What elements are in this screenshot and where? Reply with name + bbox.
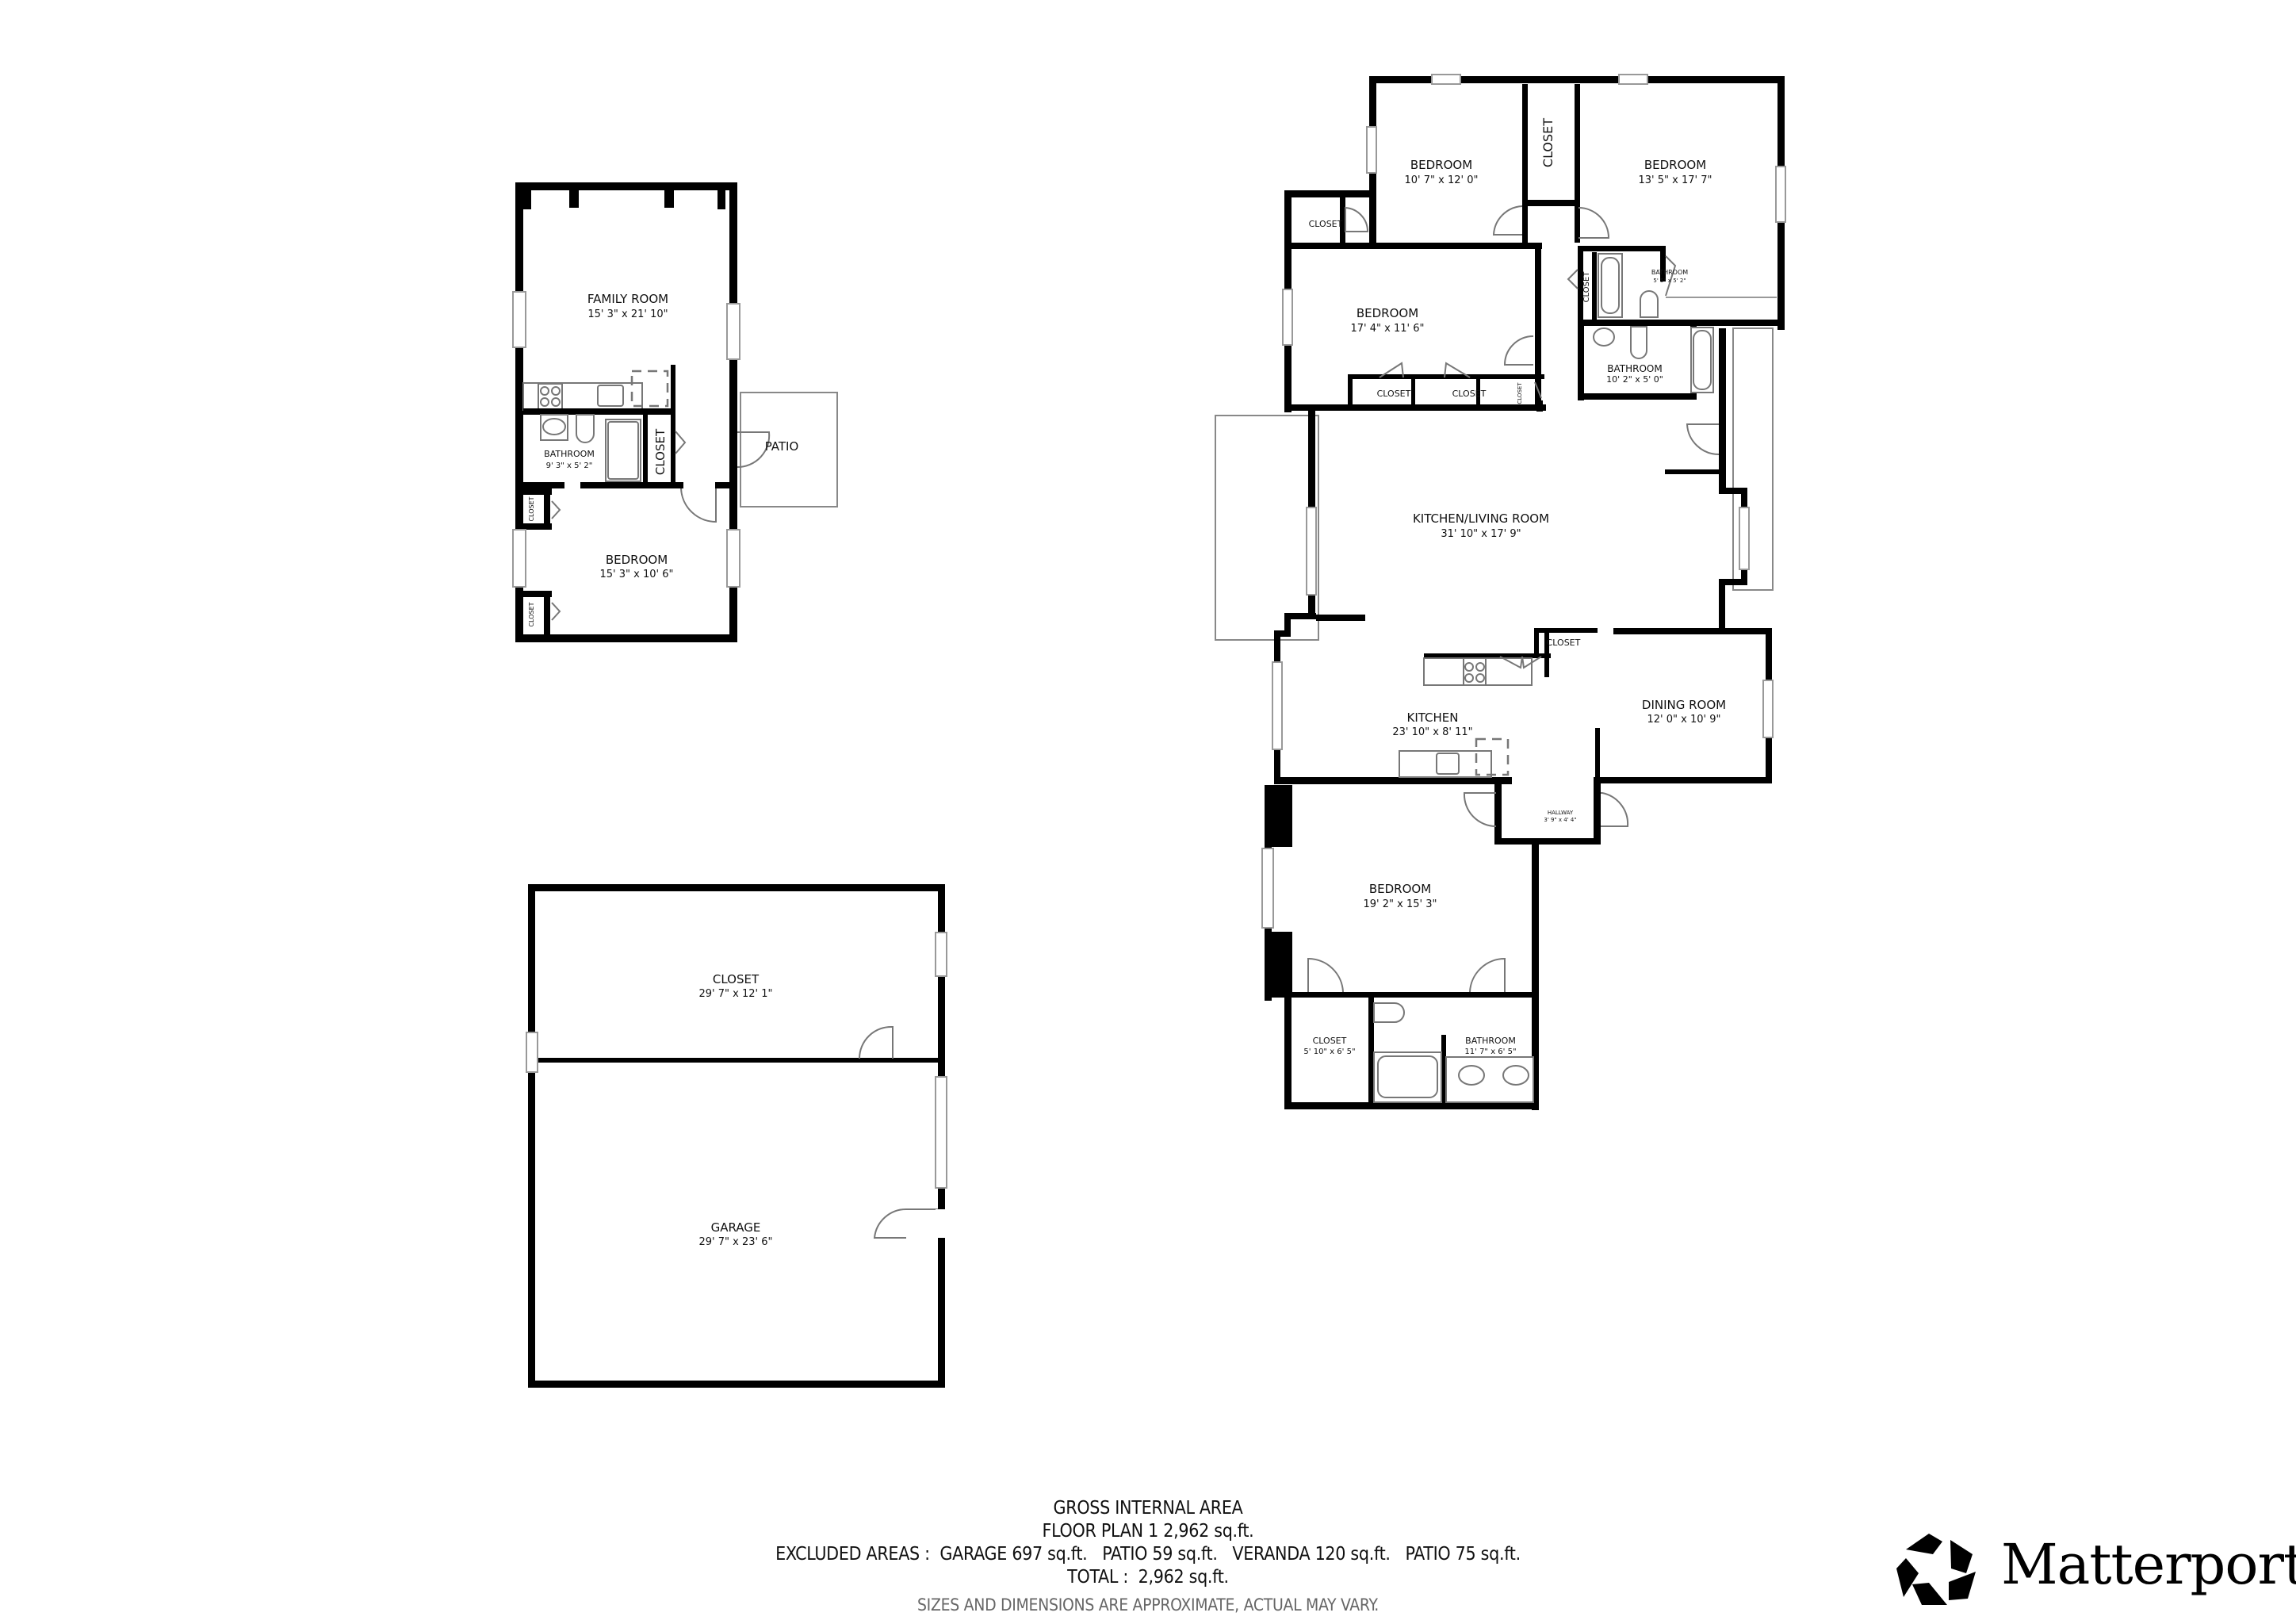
window	[935, 932, 947, 977]
window	[1282, 289, 1293, 346]
room-name: BATHROOM	[1651, 269, 1688, 276]
room-name: DINING ROOM	[1642, 698, 1726, 712]
room-name: BATHROOM	[1607, 363, 1662, 374]
sink-icon	[1593, 327, 1615, 347]
room-dims: 9' 3" x 5' 2"	[546, 462, 593, 470]
room-name: CLOSET	[1547, 638, 1581, 648]
plan-main: BEDROOM 10' 7" x 12' 0" CLOSET BEDROOM 1…	[1215, 74, 1786, 1110]
summary-floor-plan: FLOOR PLAN 1 2,962 sq.ft.	[1042, 1521, 1254, 1542]
room-name: CLOSET	[713, 972, 760, 986]
room-dims: 31' 10" x 17' 9"	[1441, 528, 1521, 540]
room-name: CLOSET	[653, 428, 668, 475]
window	[1261, 848, 1274, 929]
room-dims: 5' 10" x 6' 5"	[1303, 1048, 1355, 1056]
room-dims: 10' 2" x 5' 0"	[1606, 374, 1663, 385]
window	[1739, 507, 1750, 570]
room-dims: 23' 10" x 8' 11"	[1392, 726, 1472, 738]
toilet-icon	[1630, 326, 1647, 359]
room-dims: 5' 5" x 5' 2"	[1653, 278, 1686, 284]
window	[1272, 661, 1283, 750]
room-name: BATHROOM	[544, 449, 595, 459]
toilet-icon	[576, 414, 595, 443]
plan-left-upper: FAMILY ROOM 15' 3" x 21' 10" BATHROOM 9'…	[512, 182, 838, 642]
toilet-icon	[1640, 290, 1659, 318]
room-name: BEDROOM	[1644, 158, 1706, 172]
room-dims: 17' 4" x 11' 6"	[1351, 323, 1425, 335]
room-dims: 15' 3" x 21' 10"	[587, 308, 668, 320]
appliance-outline	[1475, 737, 1510, 776]
toilet-icon	[1373, 1002, 1405, 1023]
sink-icon	[1458, 1065, 1485, 1086]
window	[1762, 680, 1774, 738]
room-dims: 15' 3" x 10' 6"	[600, 569, 674, 580]
room-dims: 29' 7" x 12' 1"	[699, 988, 773, 1000]
summary-total: TOTAL : 2,962 sq.ft.	[1067, 1567, 1229, 1588]
room-name: BEDROOM	[1369, 882, 1431, 896]
room-dims: 10' 7" x 12' 0"	[1405, 174, 1479, 186]
room-name: CLOSET	[528, 602, 535, 626]
room-dims: 3' 9" x 4' 4"	[1544, 817, 1576, 823]
window	[726, 303, 740, 360]
window	[1775, 166, 1786, 223]
room-name: CLOSET	[1517, 382, 1523, 404]
sink-icon	[1436, 753, 1460, 775]
patio-outline	[1732, 327, 1774, 591]
room-dims: 13' 5" x 17' 7"	[1639, 174, 1712, 186]
room-dims: 29' 7" x 23' 6"	[699, 1236, 773, 1248]
room-name: GARAGE	[711, 1220, 761, 1235]
room-name: PATIO	[765, 439, 799, 454]
door-swing	[873, 1208, 938, 1239]
window	[1366, 126, 1377, 174]
room-name: CLOSET	[1313, 1036, 1347, 1046]
window	[1431, 74, 1461, 85]
summary-excluded: EXCLUDED AREAS : GARAGE 697 sq.ft. PATIO…	[775, 1544, 1521, 1565]
sink-icon	[597, 385, 624, 407]
window	[526, 1032, 538, 1073]
room-name: KITCHEN	[1407, 710, 1459, 725]
brand-logo: Matterport®	[1893, 1521, 2296, 1608]
room-name: CLOSET	[1452, 389, 1487, 399]
area-summary: GROSS INTERNAL AREA FLOOR PLAN 1 2,962 s…	[0, 1497, 2296, 1617]
room-name: CLOSET	[1377, 389, 1411, 399]
room-name: CLOSET	[528, 496, 535, 521]
room-name: CLOSET	[1582, 271, 1591, 303]
window	[512, 291, 526, 348]
room-name: FAMILY ROOM	[587, 292, 668, 306]
summary-title: GROSS INTERNAL AREA	[1053, 1498, 1243, 1519]
room-name: HALLWAY	[1548, 810, 1574, 816]
window	[726, 529, 740, 588]
garage-door	[935, 1076, 947, 1189]
sink-icon	[542, 418, 566, 435]
room-dims: 12' 0" x 10' 9"	[1647, 714, 1721, 726]
plan-left-lower: CLOSET 29' 7" x 12' 1" GARAGE 29' 7" x 2…	[526, 884, 947, 1388]
window	[512, 529, 526, 588]
room-name: BATHROOM	[1465, 1036, 1516, 1046]
room-name: BEDROOM	[1410, 158, 1472, 172]
room-name: KITCHEN/LIVING ROOM	[1413, 511, 1549, 526]
room-name: CLOSET	[1309, 219, 1343, 229]
room-name: BEDROOM	[1357, 306, 1418, 320]
disclaimer: SIZES AND DIMENSIONS ARE APPROXIMATE, AC…	[916, 1595, 1380, 1614]
room-dims: 11' 7" x 6' 5"	[1464, 1048, 1516, 1056]
patio-outline	[740, 392, 838, 508]
sink-icon	[1502, 1065, 1529, 1086]
appliance-outline	[630, 370, 669, 408]
veranda-outline	[1215, 415, 1319, 641]
sliding-door	[1306, 507, 1317, 596]
matterport-logo-icon	[1896, 1534, 1976, 1605]
brand-name-text: Matterport	[2001, 1532, 2296, 1597]
brand-name: Matterport®	[2001, 1532, 2296, 1597]
room-name: BEDROOM	[606, 553, 668, 567]
window	[1618, 74, 1648, 85]
room-dims: 19' 2" x 15' 3"	[1364, 898, 1437, 910]
room-name: CLOSET	[1540, 118, 1556, 167]
door-swing	[858, 1025, 894, 1059]
